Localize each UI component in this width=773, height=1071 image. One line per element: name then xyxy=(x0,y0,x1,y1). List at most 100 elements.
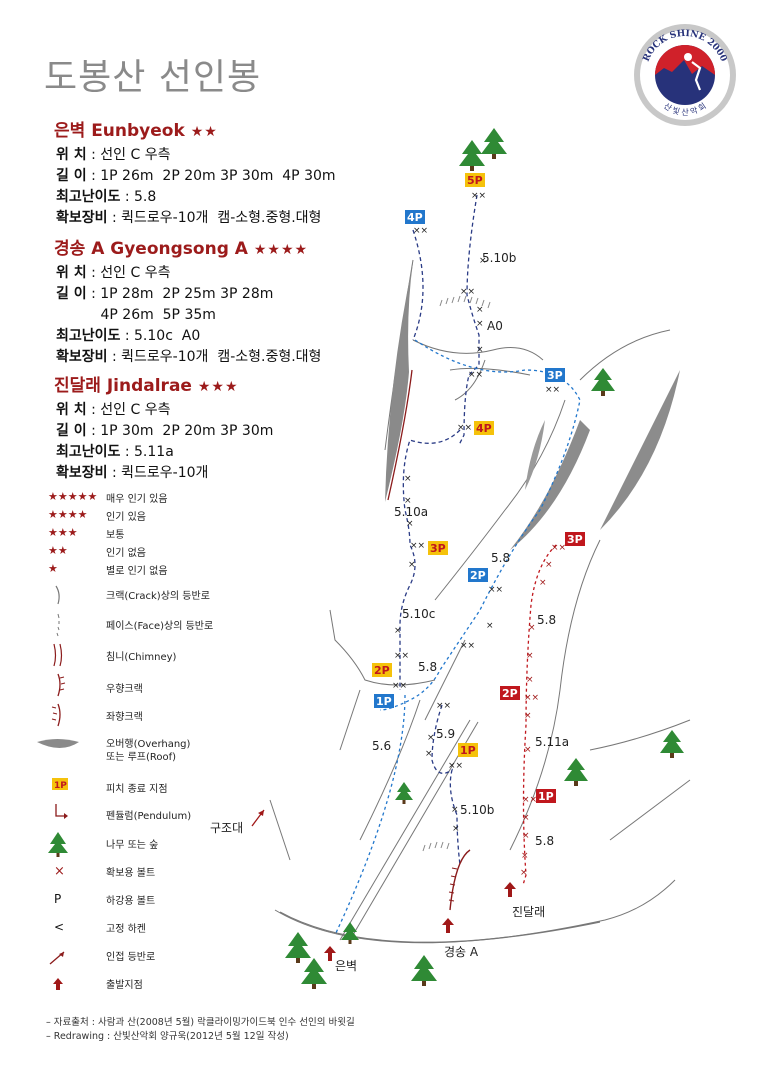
five-stars-icon: ★★★★★ xyxy=(48,490,98,503)
svg-text:×: × xyxy=(476,305,484,315)
route-line: 확보장비 : 퀵드로우-10개 캠-소형.중형.대형 xyxy=(56,210,322,226)
rock-outlines xyxy=(269,259,691,944)
svg-text:5.8: 5.8 xyxy=(535,834,554,848)
rappel-bolt-icon: P xyxy=(54,892,62,906)
svg-text:××: ×× xyxy=(392,681,407,691)
bolt-icon: × xyxy=(54,864,65,879)
svg-text:×: × xyxy=(526,675,534,685)
one-star-icon: ★ xyxy=(48,562,58,575)
svg-text:×: × xyxy=(521,851,529,861)
svg-text:×: × xyxy=(522,831,530,841)
four-stars-icon: ★★★★ xyxy=(48,508,88,521)
pitch-markers: 5P 4P 4P 3P 3P 2P 3P 2P 1P 2P 1P 1P xyxy=(372,173,585,803)
svg-text:×: × xyxy=(404,474,412,484)
svg-text:×: × xyxy=(522,813,530,823)
crack-hatches xyxy=(422,295,491,852)
route-info-gyeongsong: 경송 A Gyeongsong A ★★★★ 위 치 : 선인 C 우측 길 이… xyxy=(54,234,321,368)
route-line: 길 이 : 1P 26m 2P 20m 3P 30m 4P 30m xyxy=(56,168,336,184)
svg-text:A0: A0 xyxy=(487,319,503,333)
route-lines xyxy=(334,194,581,936)
svg-text:×: × xyxy=(452,824,460,834)
svg-text:×: × xyxy=(404,496,412,506)
route-line: 위 치 : 선인 C 우측 xyxy=(56,147,171,163)
svg-text:××: ×× xyxy=(448,761,463,771)
route-title: 진달래 Jindalrae ★★★ xyxy=(54,376,239,396)
svg-text:5.10b: 5.10b xyxy=(460,803,494,817)
svg-text:1P: 1P xyxy=(538,790,554,803)
svg-text:×: × xyxy=(451,805,459,815)
svg-text:×: × xyxy=(528,623,536,633)
piton-icon: < xyxy=(54,920,65,934)
svg-text:4P: 4P xyxy=(407,211,423,224)
svg-text:××: ×× xyxy=(522,795,537,805)
svg-text:2P: 2P xyxy=(374,664,390,677)
svg-text:×: × xyxy=(524,711,532,721)
start-arrows xyxy=(324,882,516,961)
svg-text:×: × xyxy=(408,560,416,570)
adjacent-route-arrow xyxy=(251,809,265,827)
two-stars-icon: ★★ xyxy=(48,544,68,557)
svg-text:×: × xyxy=(539,578,547,588)
svg-text:××: ×× xyxy=(471,191,486,201)
svg-text:3P: 3P xyxy=(430,542,446,555)
svg-text:×: × xyxy=(520,868,528,878)
svg-text:×: × xyxy=(545,560,553,570)
route-title: 은벽 Eunbyeok ★★ xyxy=(54,121,218,141)
svg-text:은벽: 은벽 xyxy=(335,959,357,973)
svg-text:5.10a: 5.10a xyxy=(394,505,428,519)
bolts: ×××× ××× ××× ×××× ×× ×× ××× ×× ×××× ××× … xyxy=(392,191,560,834)
route-info-jindalrae: 진달래 Jindalrae ★★★ 위 치 : 선인 C 우측 길 이 : 1P… xyxy=(54,371,273,484)
grade-labels: 5.10b A0 5.10a 5.8 5.8 5.10c 5.8 5.9 5.6… xyxy=(372,251,569,848)
svg-text:×: × xyxy=(526,651,534,661)
svg-text:3P: 3P xyxy=(567,533,583,546)
svg-text:1P: 1P xyxy=(460,744,476,757)
svg-text:××: ×× xyxy=(545,385,560,395)
svg-text:4P: 4P xyxy=(476,422,492,435)
rock-shine-logo: ROCK SHINE 2000 산 빛 산 악 회 xyxy=(634,24,736,126)
svg-text:5.10c: 5.10c xyxy=(402,607,435,621)
svg-text:×: × xyxy=(476,345,484,355)
svg-text:×: × xyxy=(394,626,402,636)
svg-text:××: ×× xyxy=(468,370,483,380)
svg-text:×: × xyxy=(476,319,484,329)
svg-text:5.11a: 5.11a xyxy=(535,735,569,749)
svg-text:5.6: 5.6 xyxy=(372,739,391,753)
overhang-slab-mid xyxy=(510,420,590,550)
svg-text:×: × xyxy=(486,621,494,631)
route-line: 최고난이도 : 5.8 xyxy=(56,189,157,205)
svg-text:××: ×× xyxy=(460,287,475,297)
route-title: 경송 A Gyeongsong A ★★★★ xyxy=(54,239,309,259)
svg-text:××: ×× xyxy=(488,585,503,595)
svg-text:5.8: 5.8 xyxy=(537,613,556,627)
svg-text:5.9: 5.9 xyxy=(436,727,455,741)
svg-text:×: × xyxy=(406,519,414,529)
svg-text:××: ×× xyxy=(524,693,539,703)
page-title: 도봉산 선인봉 xyxy=(44,57,262,98)
svg-text:진달래: 진달래 xyxy=(512,905,545,919)
svg-text:××: ×× xyxy=(410,541,425,551)
svg-text:3P: 3P xyxy=(547,369,563,382)
svg-text:××: ×× xyxy=(551,543,566,553)
svg-text:×: × xyxy=(427,733,435,743)
svg-text:구조대: 구조대 xyxy=(210,821,243,835)
svg-text:×: × xyxy=(479,256,487,266)
svg-text:××: ×× xyxy=(413,226,428,236)
svg-text:5.8: 5.8 xyxy=(418,660,437,674)
footer-credits: – 자료출처 : 사람과 산(2008년 5월) 락클라이밍가이드북 인수 선인… xyxy=(46,1017,355,1042)
svg-text:××: ×× xyxy=(394,651,409,661)
bolts-red: ×××× ××× ×××× ×××× ×× xyxy=(520,543,566,878)
three-stars-icon: ★★★ xyxy=(48,526,78,539)
overhang-slab-right xyxy=(600,370,680,530)
svg-text:1P: 1P xyxy=(376,695,392,708)
svg-text:5.10b: 5.10b xyxy=(482,251,516,265)
svg-text:2P: 2P xyxy=(470,569,486,582)
svg-text:경송 A: 경송 A xyxy=(444,945,479,959)
svg-text:××: ×× xyxy=(460,641,475,651)
svg-text:5P: 5P xyxy=(467,174,483,187)
trees xyxy=(285,128,684,989)
svg-text:×: × xyxy=(425,749,433,759)
overhang-slab-left xyxy=(385,262,413,502)
svg-text:××: ×× xyxy=(436,701,451,711)
svg-text:×: × xyxy=(524,745,532,755)
